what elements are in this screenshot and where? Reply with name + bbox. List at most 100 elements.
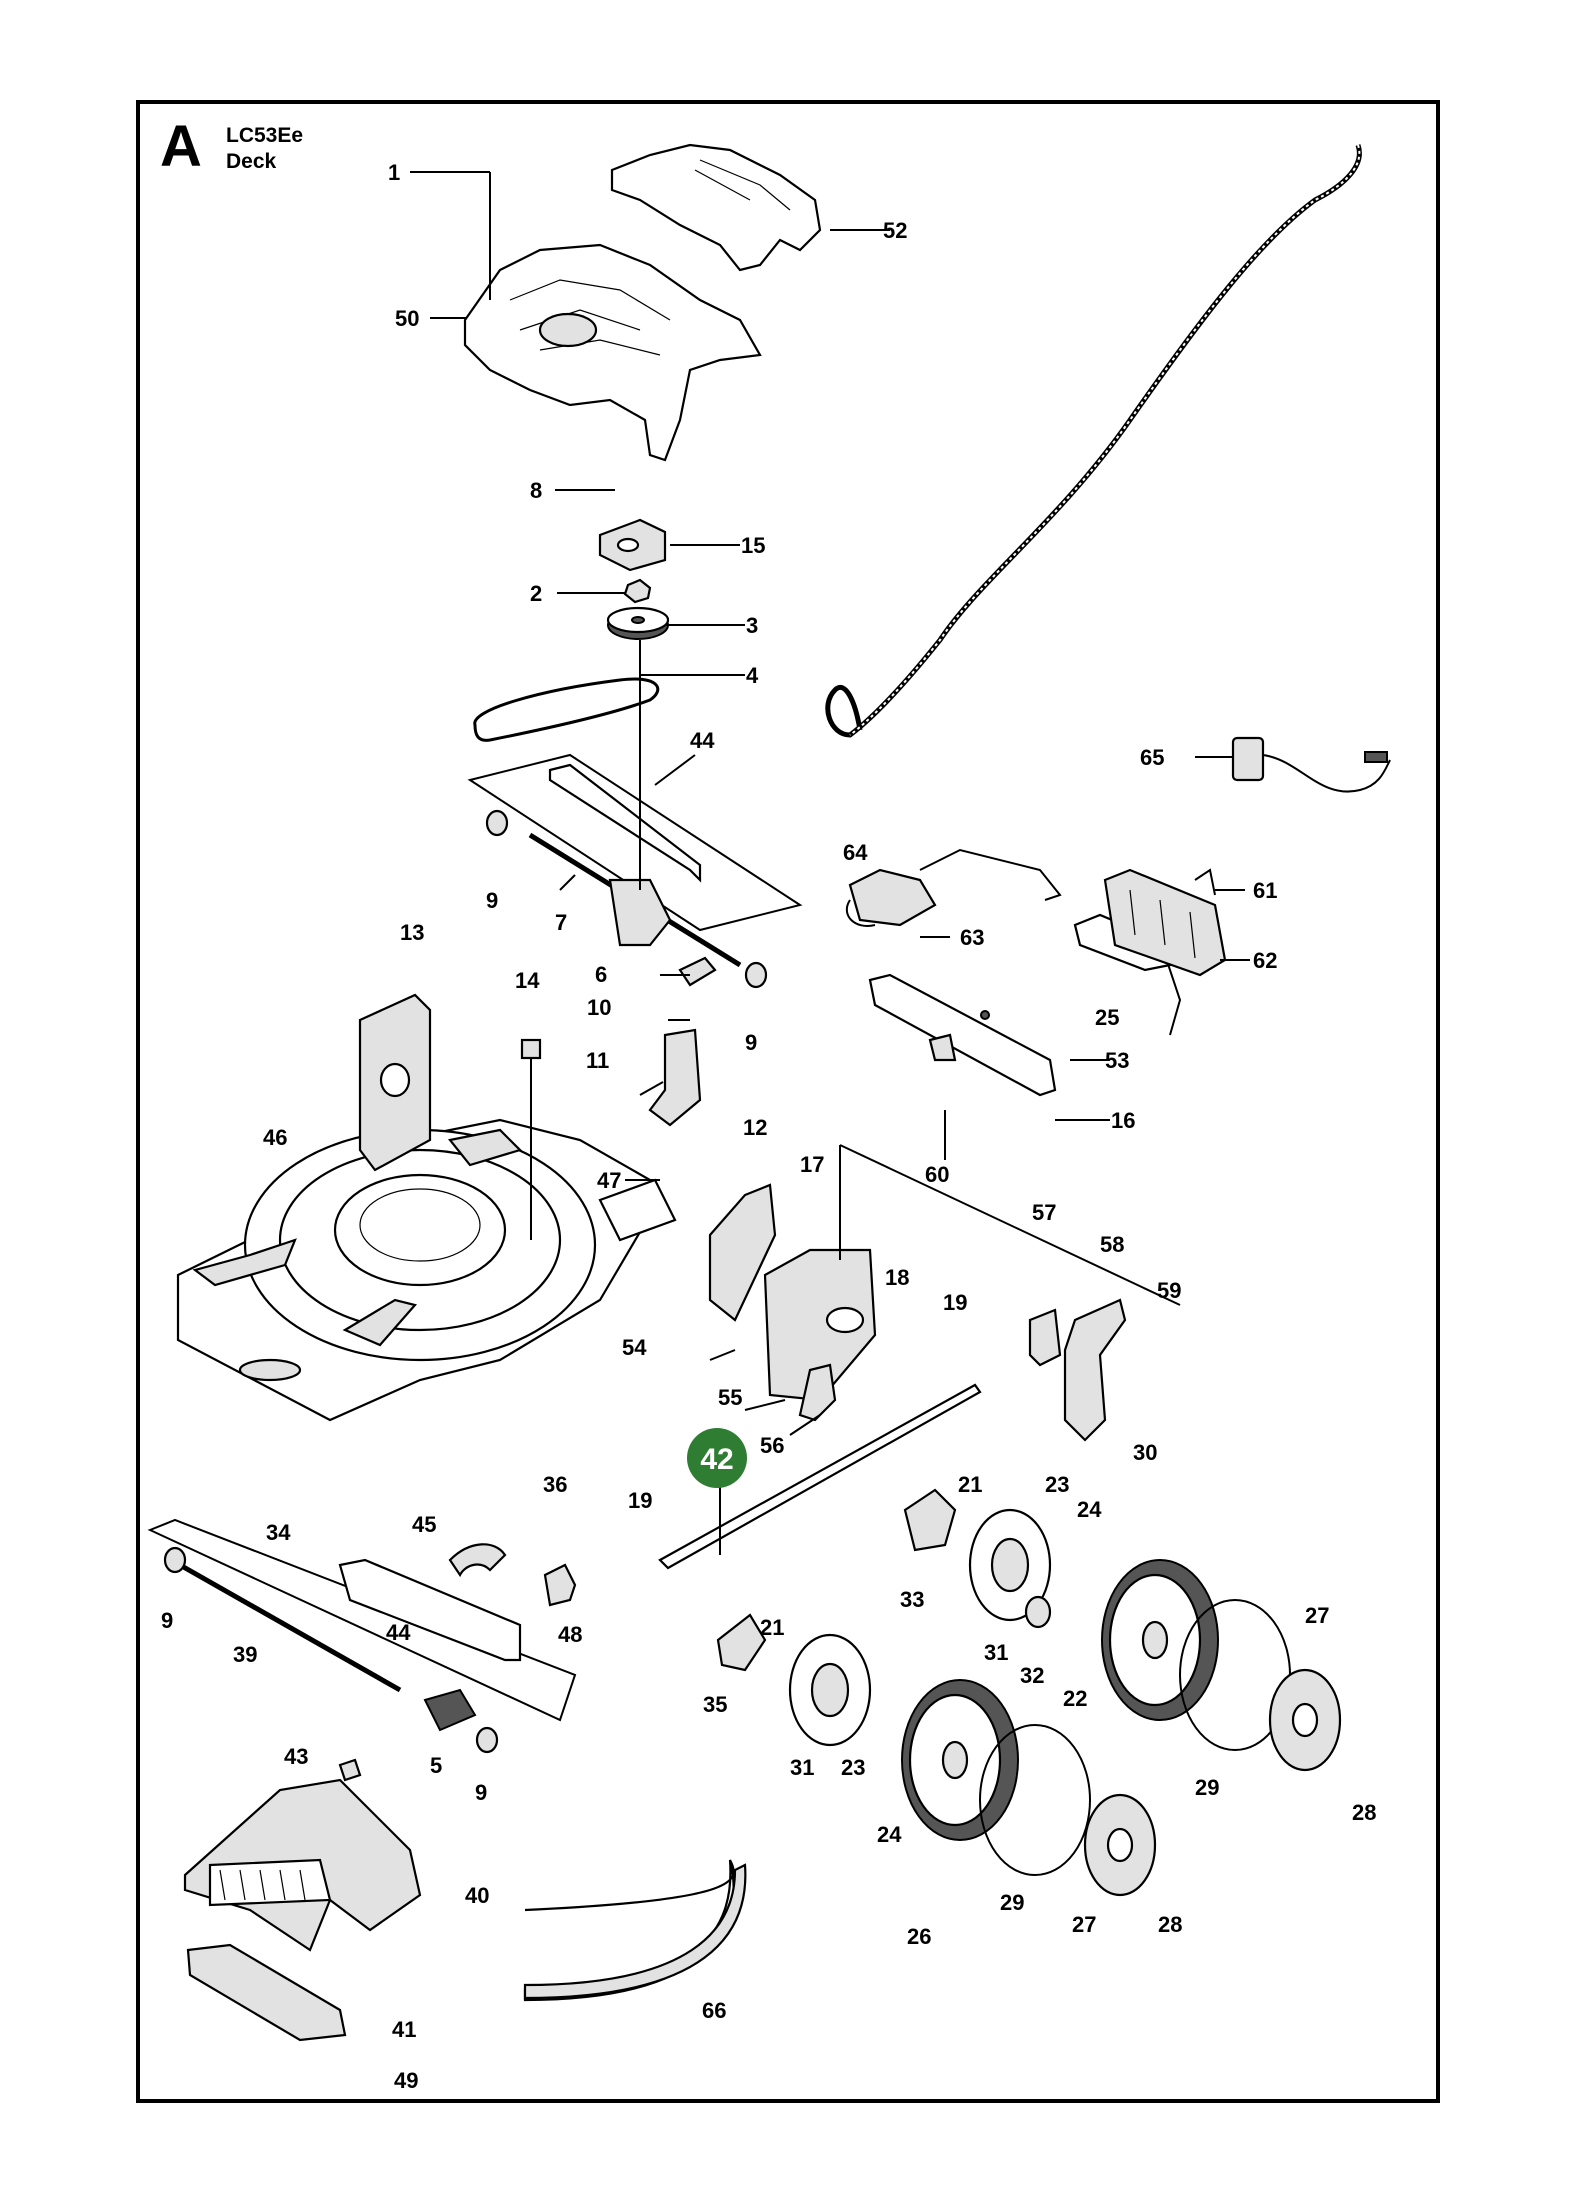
- section-letter: A: [160, 114, 202, 179]
- callout-54: 54: [622, 1335, 647, 1360]
- belt-4: [473, 677, 660, 742]
- callout-21-right: 21: [958, 1472, 982, 1497]
- bracket-36: [543, 1563, 577, 1607]
- callout-44-lower: 44: [386, 1620, 411, 1645]
- callout-46: 46: [263, 1125, 287, 1150]
- callout-57: 57: [1032, 1200, 1056, 1225]
- hubcap-27-left: [1083, 1793, 1157, 1897]
- callout-3: 3: [746, 613, 758, 638]
- callout-31-left: 31: [790, 1755, 814, 1780]
- callout-43: 43: [284, 1744, 308, 1769]
- top-cover-52: [610, 143, 822, 272]
- callout-62: 62: [1253, 948, 1277, 973]
- callout-14: 14: [515, 968, 540, 993]
- callout-13: 13: [400, 920, 424, 945]
- callout-17: 17: [800, 1152, 824, 1177]
- callout-9-lower-right: 9: [475, 1780, 487, 1805]
- callout-21-left: 21: [760, 1615, 784, 1640]
- bolt-14: [520, 1038, 542, 1240]
- pivot-12: [708, 1183, 777, 1322]
- callout-24-left: 24: [877, 1822, 902, 1847]
- callout-63: 63: [960, 925, 984, 950]
- callout-4: 4: [746, 663, 759, 688]
- callout-49: 49: [394, 2068, 418, 2093]
- nut-2: [623, 578, 652, 604]
- callout-45: 45: [412, 1512, 436, 1537]
- callout-40: 40: [465, 1883, 489, 1908]
- callout-9-upper-left: 9: [486, 888, 498, 913]
- callout-5: 5: [430, 1753, 442, 1778]
- wheel-26-left: [901, 1679, 1019, 1841]
- callout-60: 60: [925, 1162, 949, 1187]
- callout-39: 39: [233, 1642, 257, 1667]
- rear-axle-39: [147, 1518, 577, 1754]
- callout-6: 6: [595, 962, 607, 987]
- callout-64: 64: [843, 840, 868, 865]
- callout-11: 11: [586, 1048, 609, 1073]
- callout-33: 33: [900, 1587, 924, 1612]
- callout-65: 65: [1140, 745, 1164, 770]
- callout-19-left: 19: [628, 1488, 652, 1513]
- front-wheel-mount-33: [903, 1488, 957, 1552]
- callout-47: 47: [597, 1168, 621, 1193]
- callout-25: 25: [1095, 1005, 1119, 1030]
- callout-42-highlight: 42: [687, 1428, 747, 1488]
- rod-42: [658, 1383, 982, 1570]
- callout-36: 36: [543, 1472, 567, 1497]
- hub-31-right: [968, 1508, 1052, 1622]
- bracket-15: [598, 518, 667, 572]
- callout-10: 10: [587, 995, 611, 1020]
- callout-22: 22: [1063, 1686, 1087, 1711]
- callout-24-right: 24: [1077, 1497, 1102, 1522]
- callout-41: 41: [392, 2017, 416, 2042]
- callout-50: 50: [395, 306, 419, 331]
- callout-35: 35: [703, 1692, 727, 1717]
- callout-32: 32: [1020, 1663, 1044, 1688]
- bracket-13: [358, 993, 432, 1172]
- callout-26: 26: [907, 1924, 931, 1949]
- rear-wheel-mount-35: [716, 1613, 767, 1672]
- callout-8: 8: [530, 478, 542, 503]
- cover-56: [798, 1363, 837, 1422]
- callout-27-right: 27: [1305, 1603, 1329, 1628]
- callout-31-right: 31: [984, 1640, 1008, 1665]
- strip-66: [523, 1859, 747, 2002]
- model-name: LC53Ee: [226, 124, 304, 147]
- bracket-11: [648, 1028, 702, 1127]
- callout-52: 52: [883, 218, 907, 243]
- callout-12: 12: [743, 1115, 767, 1140]
- height-adjust-plate: [467, 753, 803, 989]
- callout-48: 48: [558, 1622, 582, 1647]
- assembly-name: Deck: [226, 150, 277, 173]
- callout-27-left: 27: [1072, 1912, 1096, 1937]
- callout-2: 2: [530, 581, 542, 606]
- callout-56: 56: [760, 1433, 784, 1458]
- callout-34: 34: [266, 1520, 291, 1545]
- cable-assembly: [825, 144, 1362, 738]
- switch-assembly-64: [845, 848, 1062, 927]
- handle-58: [1063, 1298, 1127, 1442]
- hubcap-27-right: [1268, 1668, 1342, 1772]
- callout-18: 18: [885, 1265, 909, 1290]
- callout-44-upper: 44: [690, 728, 715, 753]
- callout-28-right: 28: [1352, 1800, 1376, 1825]
- callout-61: 61: [1253, 878, 1277, 903]
- callout-15: 15: [741, 533, 765, 558]
- callout-29-right: 29: [1195, 1775, 1219, 1800]
- wheel-30-right: [1101, 1559, 1219, 1721]
- gear-32: [1024, 1595, 1052, 1629]
- callout-55: 55: [718, 1385, 742, 1410]
- callout-labels: 1 2 3 4 5 6 7 8 9 9 9 9 10 11 12 13 14 1…: [161, 160, 1376, 2093]
- callout-30: 30: [1133, 1440, 1157, 1465]
- callout-59: 59: [1157, 1278, 1181, 1303]
- deck-46: [176, 1118, 677, 1422]
- callout-1: 1: [388, 160, 400, 185]
- callout-53: 53: [1105, 1048, 1129, 1073]
- callout-16: 16: [1111, 1108, 1135, 1133]
- plate-16: [868, 973, 1057, 1097]
- leader-lines: [410, 171, 1250, 1555]
- motor-cover-50: [463, 243, 762, 462]
- callout-19-right: 19: [943, 1290, 967, 1315]
- callout-23-left: 23: [841, 1755, 865, 1780]
